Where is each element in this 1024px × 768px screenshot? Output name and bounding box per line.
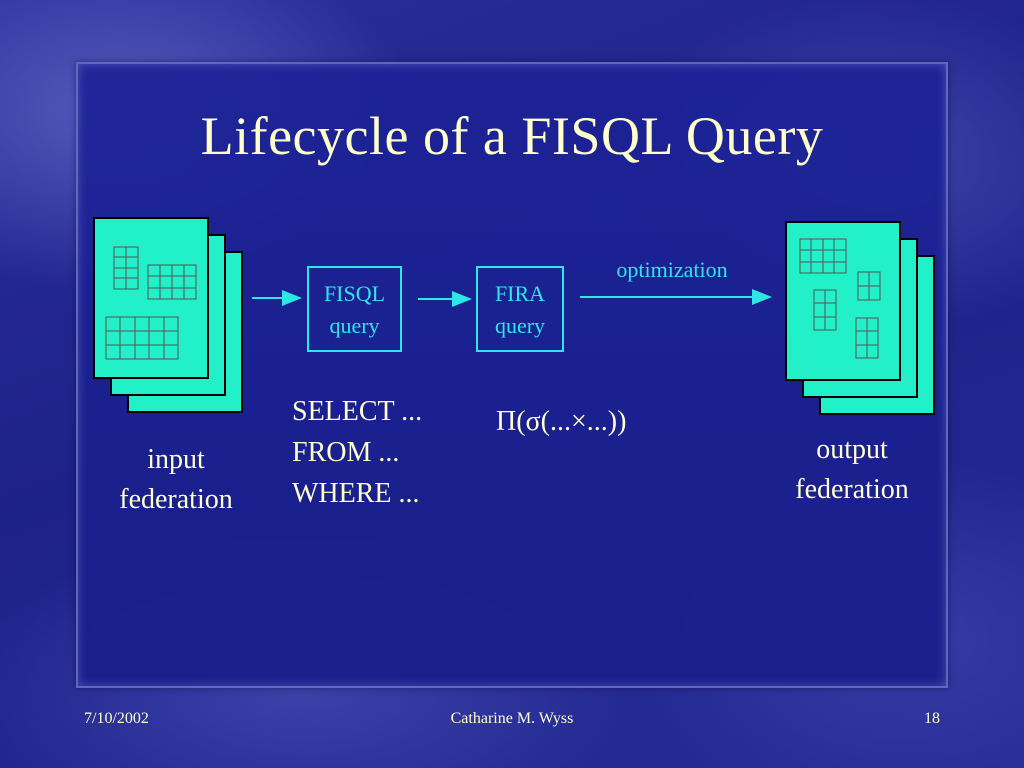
fira-box-line2: query (494, 313, 546, 338)
input-label-line2: federation (119, 484, 233, 515)
output-federation-label: output federation (772, 430, 932, 510)
input-federation-icon (93, 217, 243, 413)
slide-title: Lifecycle of a FISQL Query (200, 106, 824, 166)
sql-line-select: SELECT ... (292, 396, 423, 427)
sql-line-from: FROM ... (292, 437, 400, 468)
fisql-box-line2: query (329, 313, 380, 338)
footer-date: 7/10/2002 (84, 710, 149, 727)
fisql-box-line1: FISQL (323, 281, 386, 306)
optimization-label: optimization (616, 257, 728, 282)
footer-author: Catharine M. Wyss (450, 710, 574, 727)
fira-box-line1: FIRA (494, 281, 546, 306)
fira-query-box: FIRA query (476, 266, 564, 352)
algebra-expression: Π(σ(...×...)) (496, 406, 627, 437)
sql-snippet: SELECT ... FROM ... WHERE ... (292, 391, 492, 514)
footer-page-number: 18 (924, 710, 940, 727)
input-label-line1: input (147, 444, 205, 475)
sql-line-where: WHERE ... (292, 478, 420, 509)
fisql-query-box: FISQL query (307, 266, 402, 352)
output-label-line1: output (816, 434, 888, 465)
output-label-line2: federation (795, 474, 909, 505)
output-federation-icon (785, 221, 935, 415)
input-federation-label: input federation (96, 440, 256, 520)
